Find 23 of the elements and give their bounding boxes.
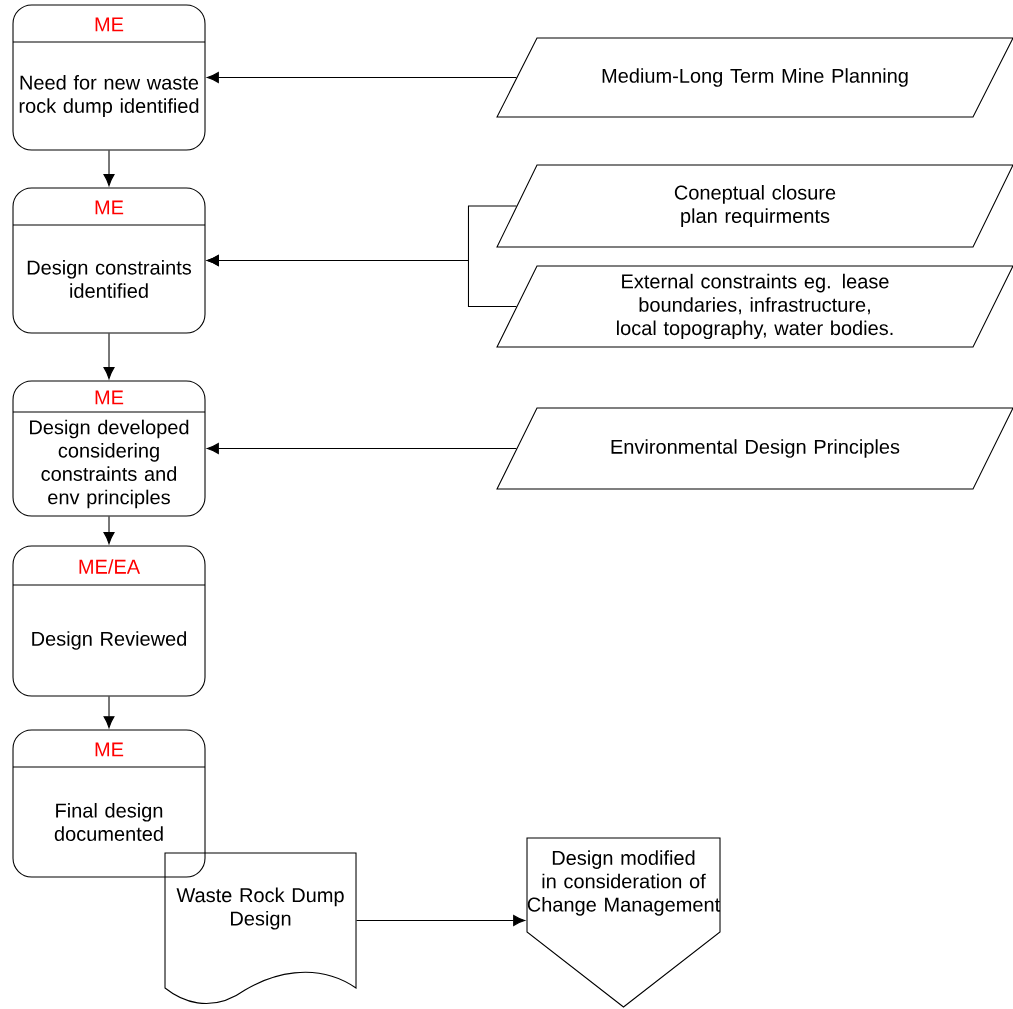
role-label: ME xyxy=(95,390,124,405)
role-label: ME xyxy=(95,17,124,32)
swimlane-box: ME Need for new waste rock dump identified xyxy=(12,4,206,151)
data-parallelogram: Coneptual closure plan requirments xyxy=(496,164,1013,248)
offpage-connector: Design modified in consideration of Change Management xyxy=(526,837,721,1008)
role-label: ME/EA xyxy=(79,559,141,574)
swimlane-box: ME/EA Design Reviewed xyxy=(12,545,206,697)
arrow xyxy=(206,71,517,83)
swimlane-box: ME Design constraints identified xyxy=(12,187,206,334)
data-parallelogram: External constraints eg. lease boundaries, infrastructure, local topography, water bodies. xyxy=(496,265,1013,348)
data-parallelogram: Medium-Long Term Mine Planning xyxy=(496,37,1013,118)
arrow xyxy=(206,442,517,454)
swimlane-box: ME Final design documented xyxy=(12,729,206,878)
arrow xyxy=(103,515,115,545)
arrow xyxy=(206,254,517,307)
arrow xyxy=(103,150,115,187)
arrow xyxy=(103,696,115,729)
data-parallelogram: Environmental Design Principles xyxy=(496,407,1013,490)
role-label: ME xyxy=(95,742,124,757)
arrow xyxy=(356,914,526,926)
arrow xyxy=(103,332,115,380)
swimlane-box: ME Design developed considering constraints and env principles xyxy=(12,380,206,517)
role-label: ME xyxy=(95,200,124,215)
